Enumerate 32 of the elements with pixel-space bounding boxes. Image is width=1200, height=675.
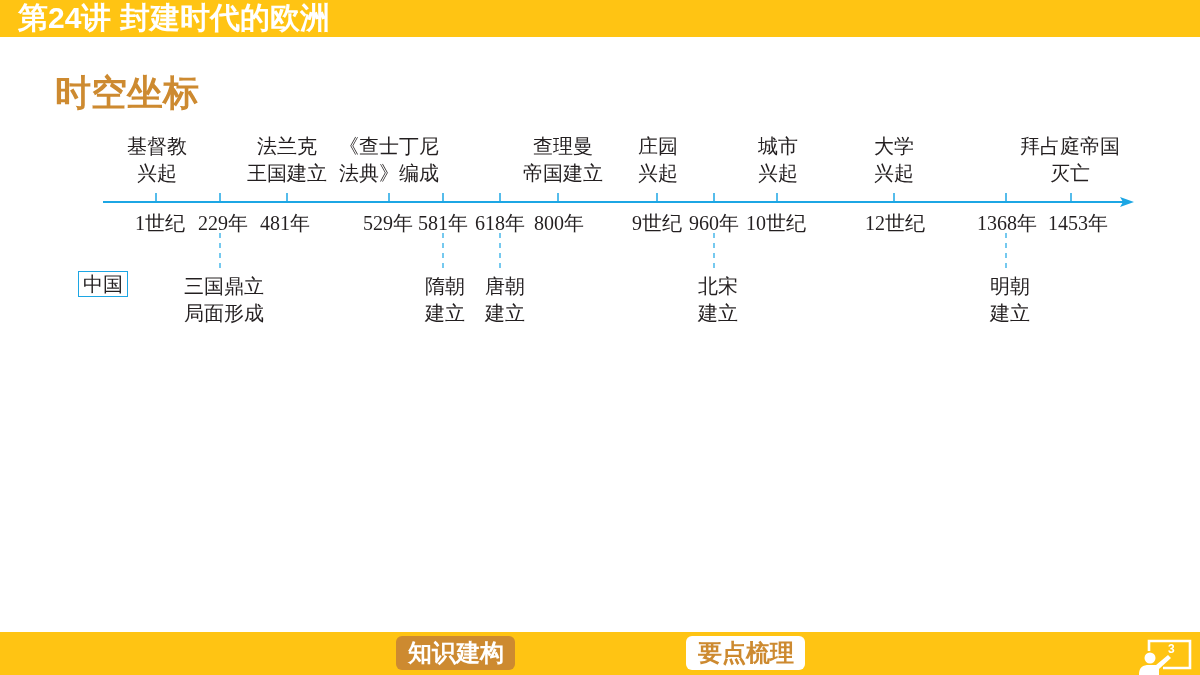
event-label: 拜占庭帝国灭亡	[1019, 133, 1121, 186]
event-label: 查理曼帝国建立	[522, 133, 604, 186]
event-label: 庄园兴起	[637, 133, 679, 186]
year-label: 529年	[363, 213, 413, 233]
year-label: 581年	[418, 213, 468, 233]
year-label: 9世纪	[632, 213, 682, 233]
event-label: 三国鼎立局面形成	[183, 272, 265, 327]
event-label: 《查士丁尼法典》编成	[338, 133, 440, 186]
tab-button: 要点梳理	[686, 636, 805, 670]
event-label: 北宋建立	[697, 272, 739, 327]
year-label: 1世纪	[135, 213, 185, 233]
section-heading: 时空坐标	[55, 73, 199, 113]
year-label: 800年	[534, 213, 584, 233]
tab-button: 知识建构	[396, 636, 515, 670]
year-label: 960年	[689, 213, 739, 233]
page-number: 3	[1168, 643, 1175, 655]
event-label: 明朝建立	[989, 272, 1031, 327]
year-label: 1453年	[1048, 213, 1108, 233]
event-label: 隋朝建立	[424, 272, 466, 327]
lesson-title: 第24讲 封建时代的欧洲	[18, 0, 330, 36]
year-label: 12世纪	[865, 213, 925, 233]
event-label: 基督教兴起	[126, 133, 188, 186]
year-label: 1368年	[977, 213, 1037, 233]
year-label: 481年	[260, 213, 310, 233]
region-box: 中国	[78, 271, 128, 297]
year-label: 229年	[198, 213, 248, 233]
year-label: 618年	[475, 213, 525, 233]
event-label: 唐朝建立	[484, 272, 526, 327]
event-label: 法兰克王国建立	[246, 133, 328, 186]
event-label: 大学兴起	[873, 133, 915, 186]
event-label: 城市兴起	[757, 133, 799, 186]
year-label: 10世纪	[746, 213, 806, 233]
